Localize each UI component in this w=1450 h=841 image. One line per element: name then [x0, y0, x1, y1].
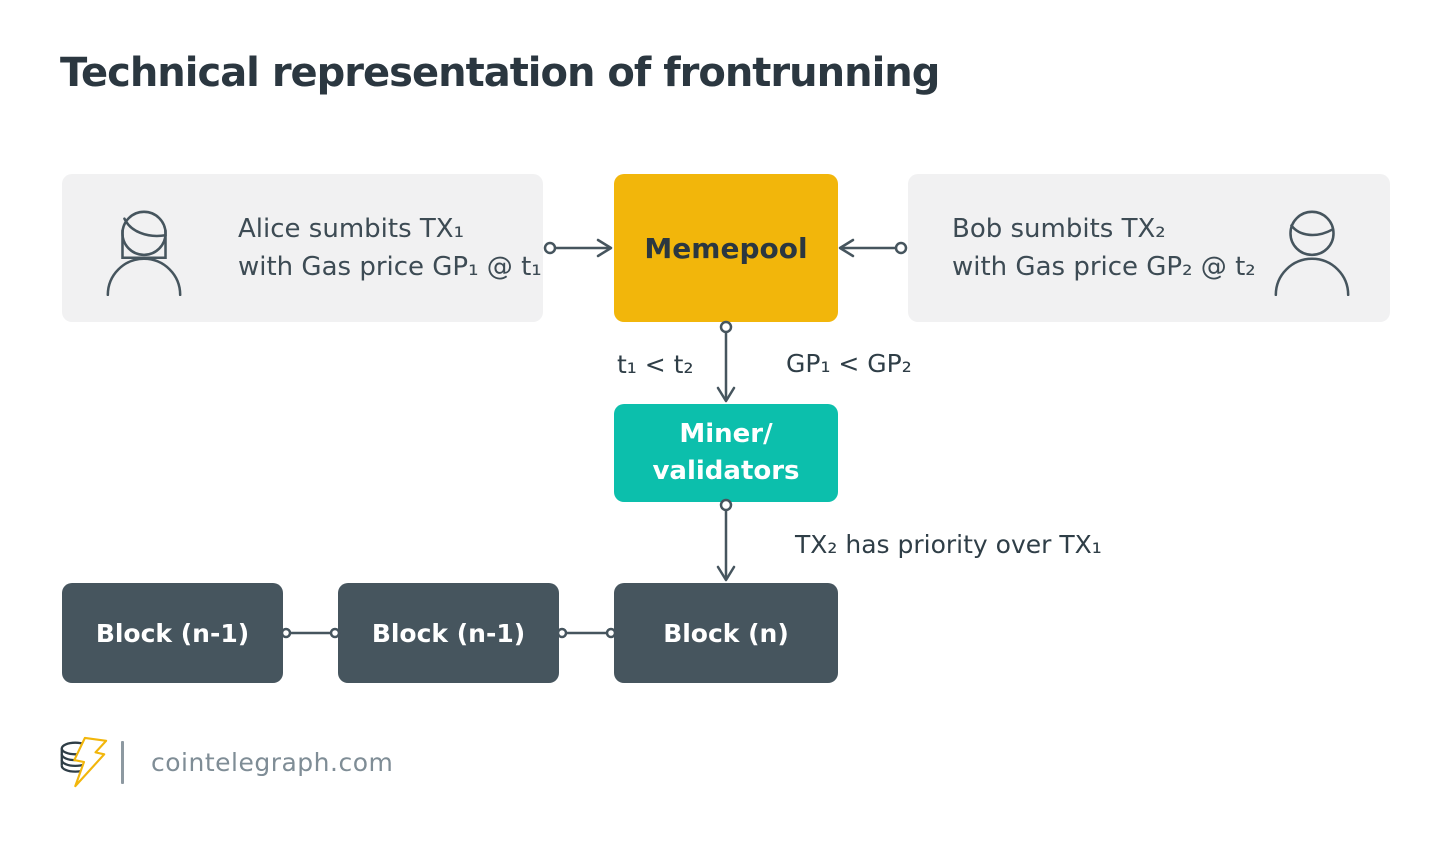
arrow-memepool-to-miner — [716, 320, 736, 403]
bob-caption-line1: Bob sumbits TX₂ — [952, 214, 1166, 244]
bob-caption: Bob sumbits TX₂ with Gas price GP₂ @ t₂ — [952, 210, 1256, 286]
male-person-icon — [1274, 210, 1350, 296]
priority-label: TX₂ has priority over TX₁ — [795, 530, 1102, 559]
arrow-miner-to-block-n — [716, 498, 736, 582]
block-n-1-second: Block (n-1) — [338, 583, 559, 683]
alice-caption-line1: Alice sumbits TX₁ — [238, 214, 464, 244]
avatar-shoulders — [106, 257, 182, 296]
time-condition-label: t₁ < t₂ — [617, 350, 694, 379]
gas-condition-label: GP₁ < GP₂ — [786, 349, 912, 378]
footer: cointelegraph.com — [56, 734, 393, 790]
miner-validators-node: Miner/ validators — [614, 404, 838, 502]
avatar-hair-sides — [121, 229, 167, 260]
bob-actor-box: Bob sumbits TX₂ with Gas price GP₂ @ t₂ — [908, 174, 1390, 322]
alice-actor-box: Alice sumbits TX₁ with Gas price GP₁ @ t… — [62, 174, 543, 322]
female-person-icon — [106, 210, 182, 296]
avatar-fringe — [1290, 224, 1334, 237]
block-n-1-first: Block (n-1) — [62, 583, 283, 683]
link-block1-block2 — [280, 627, 341, 639]
footer-divider — [121, 740, 124, 784]
alice-caption-line2: with Gas price GP₁ @ t₁ — [238, 252, 542, 282]
avatar-head — [1289, 210, 1335, 257]
miner-label-line2: validators — [652, 456, 800, 486]
bob-caption-line2: with Gas price GP₂ @ t₂ — [952, 252, 1256, 282]
alice-caption: Alice sumbits TX₁ with Gas price GP₁ @ t… — [238, 210, 542, 286]
arrow-alice-to-memepool — [543, 238, 613, 258]
block-label: Block (n-1) — [371, 618, 526, 648]
memepool-node: Memepool — [614, 174, 838, 322]
cointelegraph-logo-icon — [60, 736, 108, 788]
block-label: Block (n-1) — [95, 618, 250, 648]
avatar-shoulders — [1274, 257, 1350, 296]
lightning-bolt-icon — [73, 736, 108, 788]
memepool-label: Memepool — [644, 231, 808, 265]
footer-site-url: cointelegraph.com — [151, 747, 394, 777]
arrow-bob-to-memepool — [838, 238, 908, 258]
avatar-fringe — [123, 217, 167, 238]
miner-label-line1: Miner/ — [679, 419, 773, 449]
page-title: Technical representation of frontrunning — [60, 50, 940, 96]
block-n: Block (n) — [614, 583, 838, 683]
block-label: Block (n) — [663, 618, 789, 648]
link-block2-block3 — [556, 627, 617, 639]
